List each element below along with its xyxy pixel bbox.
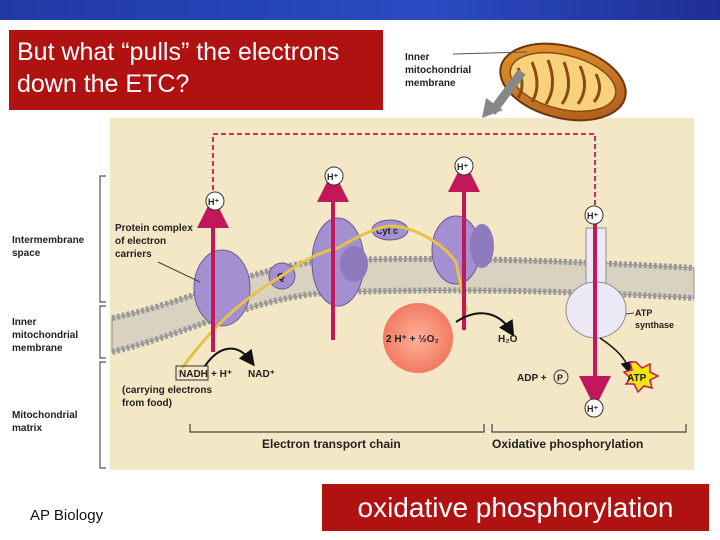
atp-burst: ATP	[622, 361, 660, 394]
svg-text:NADH: NADH	[179, 369, 208, 380]
label-intermembrane-space: Intermembrane space	[12, 235, 85, 259]
svg-text:P: P	[557, 373, 563, 383]
pointer-arrow	[488, 69, 526, 115]
svg-text:space: space	[12, 248, 41, 259]
svg-text:mitochondrial: mitochondrial	[405, 65, 471, 76]
svg-text:Protein complex: Protein complex	[115, 223, 193, 234]
proton-return-path	[212, 133, 596, 205]
svg-text:membrane: membrane	[12, 343, 63, 354]
proton-arrows	[197, 160, 611, 408]
svg-text:mitochondrial: mitochondrial	[12, 330, 78, 341]
protein-complex-4	[431, 215, 494, 285]
hplus-badge-5: H⁺	[584, 398, 604, 418]
svg-text:2 H⁺ + ½O₂: 2 H⁺ + ½O₂	[386, 334, 439, 345]
svg-text:+ H⁺: + H⁺	[211, 369, 232, 380]
svg-text:from food): from food)	[122, 398, 172, 409]
svg-text:Mitochondrial: Mitochondrial	[12, 410, 78, 421]
nadh-arrow	[204, 347, 255, 367]
svg-text:Inner: Inner	[405, 52, 430, 63]
svg-text:Inner: Inner	[12, 317, 37, 328]
hplus-badge-3: H⁺	[454, 156, 474, 176]
svg-text:Intermembrane: Intermembrane	[12, 235, 85, 246]
oxphos-label: Oxidative phosphorylation	[492, 437, 643, 451]
label-mitochondrial-matrix: Mitochondrial matrix	[12, 410, 78, 434]
svg-text:carriers: carriers	[115, 249, 152, 260]
carrying-electrons-note: (carrying electrons from food)	[122, 385, 212, 409]
svg-text:ADP +: ADP +	[517, 373, 547, 384]
title-box: But what “pulls” the electrons down the …	[9, 30, 383, 110]
svg-text:NAD⁺: NAD⁺	[248, 369, 275, 380]
hplus-badge-2: H⁺	[324, 166, 344, 186]
protein-complex-label: Protein complex of electron carriers	[115, 223, 201, 283]
footer-topic-box: oxidative phosphorylation	[322, 484, 709, 531]
svg-text:ATP: ATP	[627, 373, 647, 384]
side-brackets	[99, 175, 106, 469]
svg-text:(carrying electrons: (carrying electrons	[122, 385, 212, 396]
protein-complex-1	[193, 249, 251, 327]
svg-text:H⁺: H⁺	[327, 172, 338, 182]
adp-phosphate: ADP + P	[517, 369, 569, 385]
mitochondrion-illustration	[499, 42, 627, 122]
svg-text:membrane: membrane	[405, 78, 456, 89]
slide-title: But what “pulls” the electrons down the …	[17, 38, 340, 98]
oxygen-reduction-site	[383, 303, 453, 373]
svg-text:H⁺: H⁺	[587, 404, 598, 414]
bottom-brackets	[189, 424, 687, 433]
nadh-label: NADH + H⁺	[175, 365, 232, 381]
svg-text:H⁺: H⁺	[457, 162, 468, 172]
footer-course-label: AP Biology	[30, 507, 104, 524]
hplus-badge-1: H⁺	[205, 191, 225, 211]
svg-text:H₂O: H₂O	[498, 334, 518, 345]
svg-text:matrix: matrix	[12, 423, 42, 434]
svg-text:of electron: of electron	[115, 236, 166, 247]
footer-topic-label: oxidative phosphorylation	[357, 491, 674, 523]
mitochondria-label: Inner mitochondrial membrane	[405, 51, 528, 89]
hplus-badge-4: H⁺	[584, 205, 604, 225]
svg-text:H⁺: H⁺	[208, 197, 219, 207]
svg-text:ATP: ATP	[635, 308, 652, 318]
etc-label: Electron transport chain	[262, 437, 401, 451]
svg-text:H⁺: H⁺	[587, 211, 598, 221]
svg-text:synthase: synthase	[635, 320, 674, 330]
svg-text:Cyt c: Cyt c	[376, 226, 398, 236]
label-inner-membrane: Inner mitochondrial membrane	[12, 317, 78, 354]
top-accent-bar	[0, 0, 720, 20]
atp-synthase-label: ATP synthase	[625, 308, 674, 330]
electron-flow-path	[180, 224, 470, 369]
